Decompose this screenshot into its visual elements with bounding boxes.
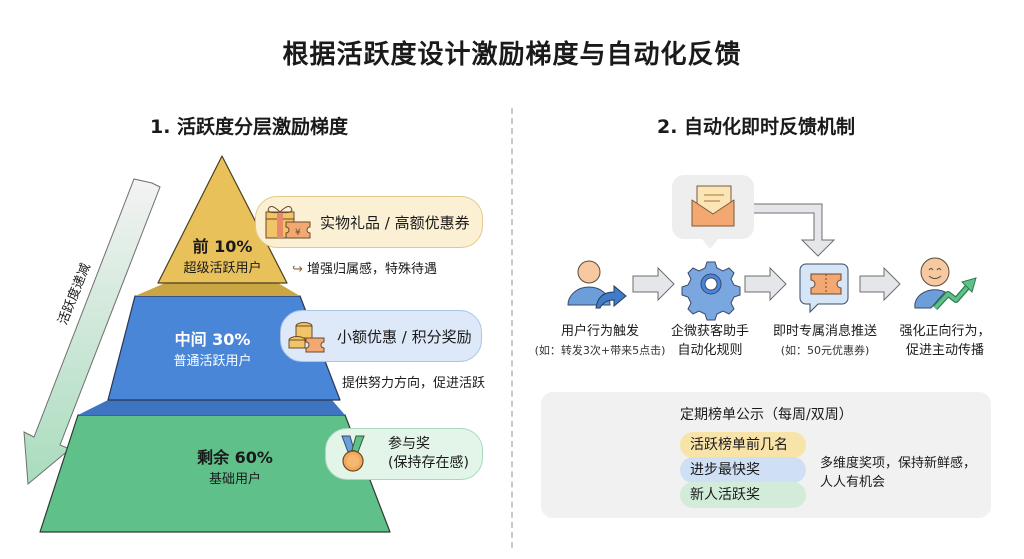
gear-icon	[681, 261, 741, 321]
section-title-right: 2. 自动化即时反馈机制	[657, 116, 856, 138]
reward-middle-text: 小额优惠 / 积分奖励	[337, 327, 472, 346]
layer-bottom-desc: 基础用户	[208, 472, 261, 487]
section-divider	[511, 108, 513, 548]
reward-top-text: 实物礼品 / 高额优惠券	[320, 213, 470, 232]
ranking-pill-newcomer: 新人活跃奖	[680, 482, 806, 508]
ranking-pill-top: 活跃榜单前几名	[680, 432, 806, 458]
flow-arrow-2	[744, 266, 787, 302]
step-1-sub: (如：转发3次+带来5点击)	[534, 344, 666, 357]
note-middle-text: 提供努力方向，促进活跃	[342, 376, 486, 391]
activity-decrease-arrow	[23, 178, 161, 486]
step-3-sub: (如：50元优惠券)	[780, 344, 870, 357]
step-1-label: 用户行为触发	[560, 324, 639, 339]
layer-middle-label: 中间 30% 普通活跃用户	[150, 326, 275, 369]
step-2-sub: 自动化规则	[677, 343, 743, 358]
layer-top-label: 前 10% 超级活跃用户	[170, 233, 275, 276]
section-title-left: 1. 活跃度分层激励梯度	[150, 116, 349, 138]
step-4-label: 强化正向行为，	[899, 324, 991, 339]
reward-bottom-line2: (保持存在感)	[388, 455, 469, 471]
reward-card-middle: 小额优惠 / 积分奖励	[280, 310, 482, 362]
step-reinforce: 强化正向行为， 促进主动传播	[890, 322, 1000, 360]
user-trigger-icon	[567, 260, 627, 309]
step-3-label: 即时专属消息推送	[772, 324, 877, 339]
layer-middle-name: 中间 30%	[174, 330, 251, 349]
step-automation-rule: 企微获客助手 自动化规则	[660, 322, 760, 360]
flow-arrow-1	[632, 266, 675, 302]
layer-bottom-label: 剩余 60% 基础用户	[170, 444, 300, 487]
medal-icon	[341, 435, 365, 472]
ranking-pill-progress: 进步最快奖	[680, 457, 806, 483]
step-4-sub: 促进主动传播	[905, 343, 984, 358]
envelope-icon	[672, 175, 754, 249]
reward-card-bottom: 参与奖 (保持存在感)	[325, 428, 483, 480]
reward-bottom-line1: 参与奖	[388, 436, 430, 452]
pyramid-layer-top	[157, 155, 288, 284]
step-message-push: 即时专属消息推送 (如：50元优惠券)	[765, 322, 885, 360]
ranking-title: 定期榜单公示（每周/双周）	[680, 407, 853, 423]
step-user-trigger: 用户行为触发 (如：转发3次+带来5点击)	[530, 322, 670, 360]
svg-text:¥: ¥	[295, 228, 301, 238]
layer-top-desc: 超级活跃用户	[183, 261, 262, 276]
layer-top-name: 前 10%	[192, 237, 253, 256]
coupon-message-icon	[799, 263, 849, 314]
coins-coupon-icon	[288, 322, 325, 353]
reward-card-top: ¥ 实物礼品 / 高额优惠券	[255, 196, 483, 248]
happy-user-growth-icon	[914, 257, 977, 311]
note-top-text: 增强归属感，特殊待遇	[307, 262, 438, 277]
flow-arrow-envelope	[748, 203, 836, 257]
ranking-desc: 多维度奖项，保持新鲜感， 人人有机会	[820, 454, 976, 492]
ranking-desc-line1: 多维度奖项，保持新鲜感，	[820, 456, 977, 471]
step-2-label: 企微获客助手	[670, 324, 749, 339]
ranking-desc-line2: 人人有机会	[820, 475, 886, 490]
gift-coupon-icon: ¥	[265, 206, 311, 239]
flow-arrow-3	[859, 266, 901, 302]
layer-bottom-name: 剩余 60%	[197, 448, 273, 467]
note-top: ↪ 增强归属感，特殊待遇	[292, 258, 437, 277]
page-title: 根据活跃度设计激励梯度与自动化反馈	[282, 40, 742, 70]
layer-middle-desc: 普通活跃用户	[173, 354, 252, 369]
curved-arrow-icon: ↪	[292, 262, 303, 277]
